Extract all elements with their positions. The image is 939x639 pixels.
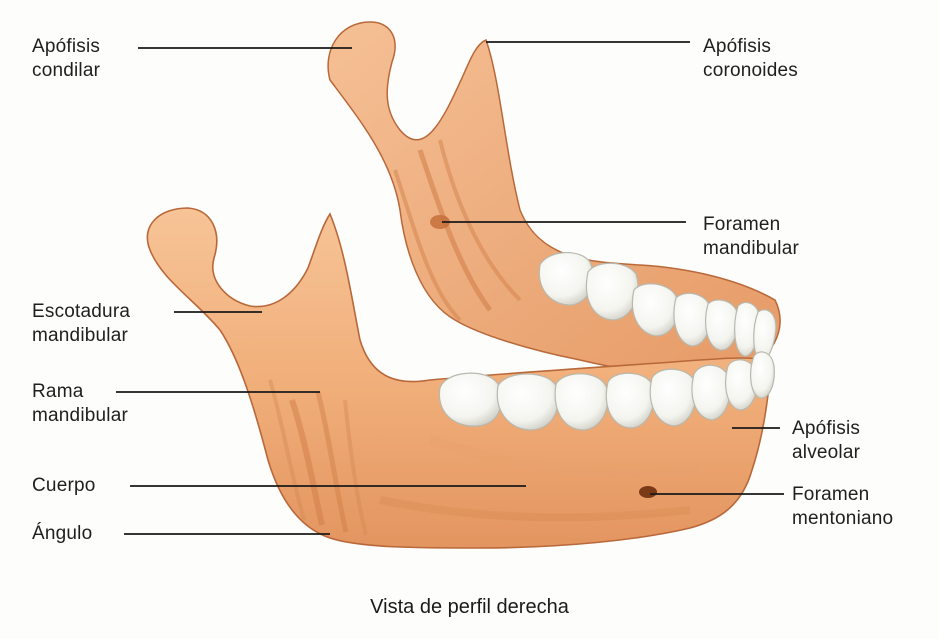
- label-line-1: Apófisis: [703, 35, 798, 59]
- label-line-1: Apófisis: [792, 417, 860, 441]
- label-line-1: Apófisis: [32, 35, 100, 59]
- figure-caption: Vista de perfil derecha: [0, 596, 939, 619]
- label-line-2: coronoides: [703, 59, 798, 83]
- label-line-1: Escotadura: [32, 300, 130, 324]
- label-angulo: Ángulo: [32, 522, 92, 546]
- label-line-1: Rama: [32, 380, 128, 404]
- label-apofisis-condilar: Apófisis condilar: [32, 35, 100, 83]
- label-foramen-mandibular: Foramen mandibular: [703, 213, 799, 261]
- label-line-1: Foramen: [792, 483, 893, 507]
- label-escotadura-mandibular: Escotadura mandibular: [32, 300, 130, 348]
- label-apofisis-coronoides: Apófisis coronoides: [703, 35, 798, 83]
- label-line-2: mandibular: [703, 237, 799, 261]
- label-line-2: mandibular: [32, 324, 130, 348]
- label-cuerpo: Cuerpo: [32, 474, 96, 498]
- label-foramen-mentoniano: Foramen mentoniano: [792, 483, 893, 531]
- label-line-2: alveolar: [792, 441, 860, 465]
- label-line-2: condilar: [32, 59, 100, 83]
- label-line-1: Ángulo: [32, 522, 92, 546]
- label-line-1: Cuerpo: [32, 474, 96, 498]
- label-line-2: mentoniano: [792, 507, 893, 531]
- label-line-2: mandibular: [32, 404, 128, 428]
- label-rama-mandibular: Rama mandibular: [32, 380, 128, 428]
- label-apofisis-alveolar: Apófisis alveolar: [792, 417, 860, 465]
- label-line-1: Foramen: [703, 213, 799, 237]
